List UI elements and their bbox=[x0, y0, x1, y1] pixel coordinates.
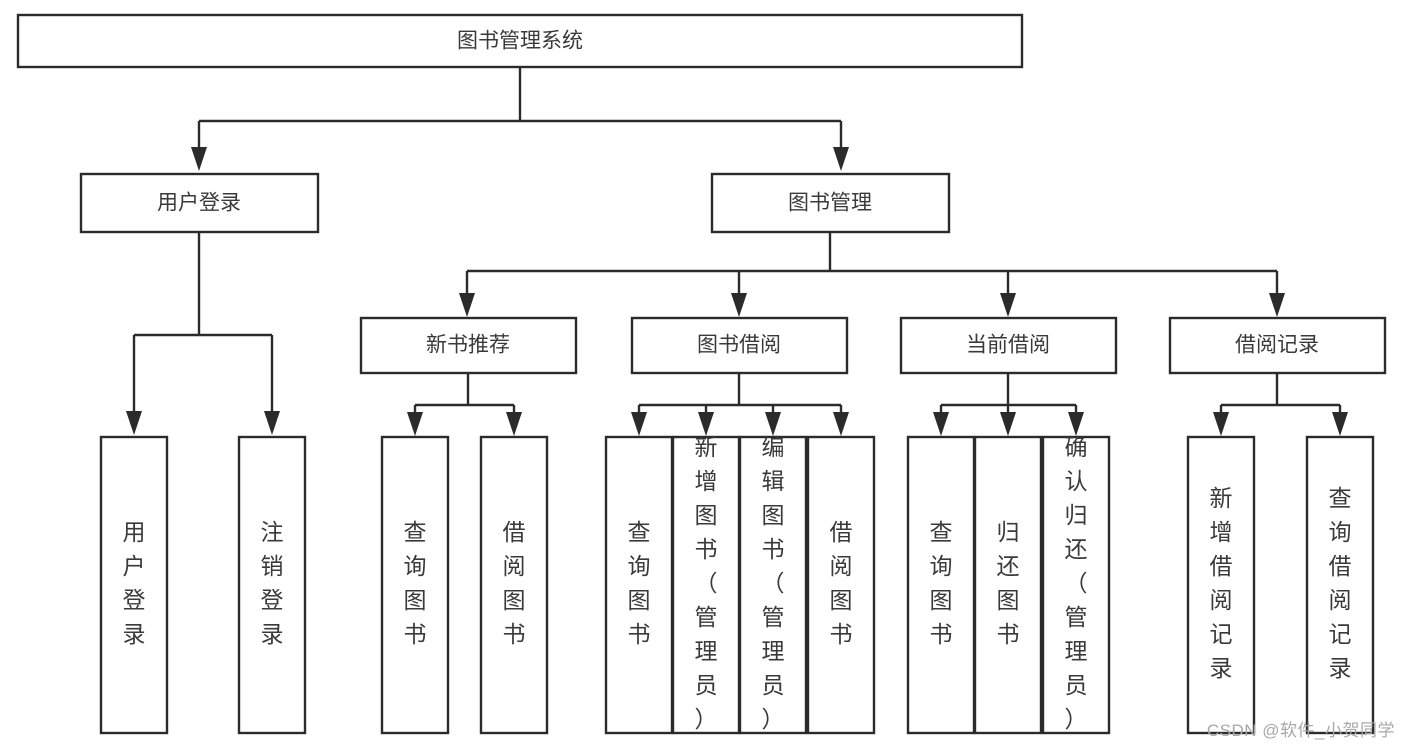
connector-new-book-recommend-to-leaves bbox=[407, 373, 522, 436]
connector-root-to-level2 bbox=[191, 67, 849, 171]
node-new-book-recommend[interactable]: 新书推荐 bbox=[359, 316, 578, 375]
node-leaf-query-book-3[interactable]: 查询图书 bbox=[906, 435, 976, 735]
node-leaf-add-borrow-record[interactable]: 新增借阅记录 bbox=[1186, 435, 1256, 735]
connector-borrow-record-to-leaves bbox=[1213, 373, 1348, 436]
node-label-borrow-record: 借阅记录 bbox=[1235, 334, 1319, 357]
node-leaf-confirm-return-admin[interactable]: 确认归还（管理员） bbox=[1041, 434, 1111, 735]
node-label-leaf-borrow-book-1: 借阅图书 bbox=[503, 519, 526, 647]
node-label-new-book-recommend: 新书推荐 bbox=[426, 334, 510, 357]
node-label-leaf-borrow-book-2: 借阅图书 bbox=[830, 519, 853, 647]
node-leaf-query-book-2[interactable]: 查询图书 bbox=[604, 435, 674, 735]
node-label-leaf-query-book-2: 查询图书 bbox=[628, 519, 651, 647]
node-book-borrow[interactable]: 图书借阅 bbox=[630, 316, 849, 375]
node-user-login[interactable]: 用户登录 bbox=[79, 172, 320, 234]
node-leaf-query-borrow-record[interactable]: 查询借阅记录 bbox=[1305, 435, 1375, 735]
connector-book-borrow-to-leaves bbox=[631, 373, 849, 436]
node-label-leaf-query-book-3: 查询图书 bbox=[930, 519, 953, 647]
node-label-book-management: 图书管理 bbox=[788, 192, 872, 215]
node-label-leaf-query-book-1: 查询图书 bbox=[404, 519, 427, 647]
node-leaf-borrow-book-1[interactable]: 借阅图书 bbox=[479, 435, 549, 735]
node-leaf-return-book[interactable]: 归还图书 bbox=[973, 435, 1043, 735]
node-label-root: 图书管理系统 bbox=[457, 30, 583, 53]
node-label-current-borrow: 当前借阅 bbox=[966, 334, 1050, 357]
node-label-leaf-return-book: 归还图书 bbox=[997, 519, 1020, 647]
node-label-leaf-add-borrow-record: 新增借阅记录 bbox=[1210, 485, 1233, 681]
node-current-borrow[interactable]: 当前借阅 bbox=[899, 316, 1118, 375]
node-book-management[interactable]: 图书管理 bbox=[710, 172, 951, 234]
node-label-leaf-logout-login: 注销登录 bbox=[261, 519, 284, 647]
connector-book-management-to-level3 bbox=[459, 232, 1285, 317]
node-label-leaf-confirm-return-admin: 确认归还（管理员） bbox=[1065, 434, 1088, 732]
node-leaf-logout-login[interactable]: 注销登录 bbox=[237, 435, 307, 735]
node-label-leaf-user-login: 用户登录 bbox=[123, 519, 146, 647]
node-leaf-add-book-admin[interactable]: 新增图书（管理员） bbox=[671, 434, 741, 735]
node-label-leaf-edit-book-admin: 编辑图书（管理员） bbox=[762, 434, 785, 732]
connector-user-login-to-leaves bbox=[126, 232, 280, 435]
node-leaf-edit-book-admin[interactable]: 编辑图书（管理员） bbox=[738, 434, 808, 735]
node-label-user-login: 用户登录 bbox=[157, 192, 241, 215]
node-label-leaf-query-borrow-record: 查询借阅记录 bbox=[1329, 485, 1352, 681]
node-leaf-query-book-1[interactable]: 查询图书 bbox=[380, 435, 450, 735]
node-root-book-management-system[interactable]: 图书管理系统 bbox=[16, 13, 1024, 69]
node-borrow-record[interactable]: 借阅记录 bbox=[1168, 316, 1387, 375]
connector-current-borrow-to-leaves bbox=[933, 373, 1084, 436]
node-label-leaf-add-book-admin: 新增图书（管理员） bbox=[695, 434, 718, 732]
node-leaf-user-login[interactable]: 用户登录 bbox=[99, 435, 169, 735]
node-label-book-borrow: 图书借阅 bbox=[697, 334, 781, 357]
node-leaf-borrow-book-2[interactable]: 借阅图书 bbox=[806, 435, 876, 735]
